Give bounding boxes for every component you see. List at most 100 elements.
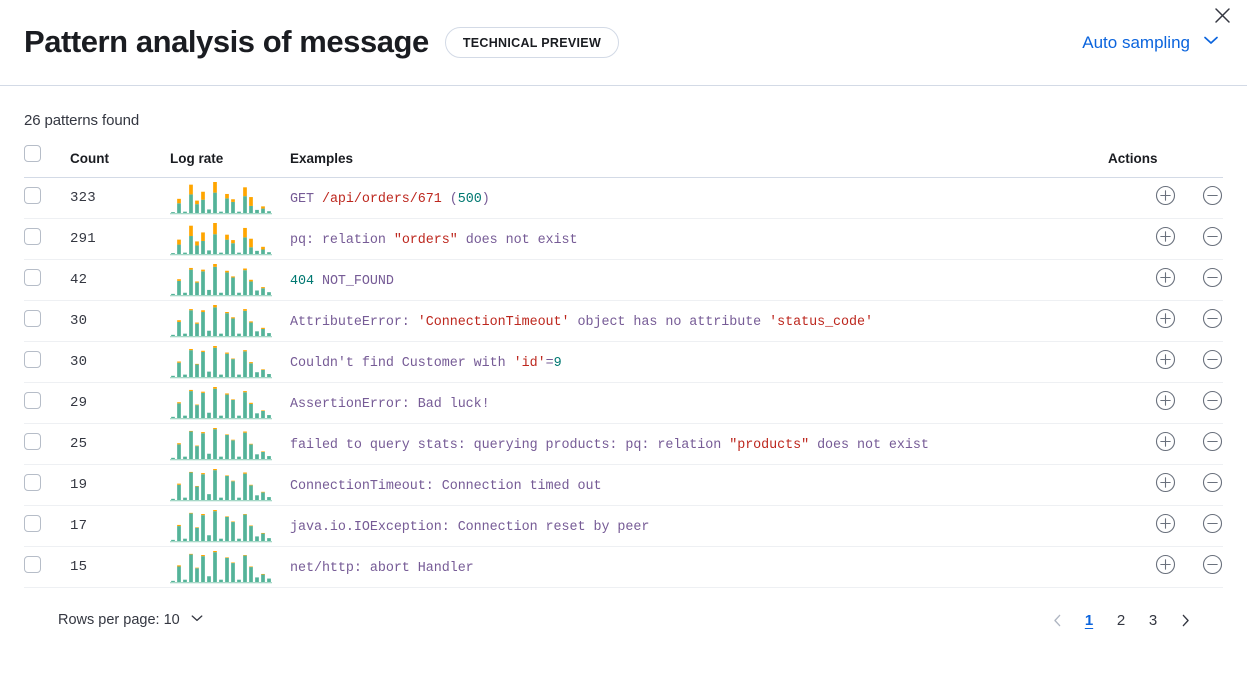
filter-for-value-icon[interactable] — [1155, 390, 1176, 416]
row-checkbox[interactable] — [24, 310, 41, 327]
row-select-cell — [24, 423, 70, 465]
auto-sampling-dropdown[interactable]: Auto sampling — [1082, 30, 1223, 55]
column-header-count[interactable]: Count — [70, 145, 170, 178]
example-token: /api/orders/671 — [321, 192, 442, 207]
table-row[interactable]: 42 404 NOT_FOUND — [24, 259, 1223, 301]
example-token: failed to query stats: querying products… — [290, 438, 730, 453]
row-log-rate-sparkline — [170, 341, 290, 383]
row-checkbox[interactable] — [24, 474, 41, 491]
filter-for-value-icon[interactable] — [1155, 226, 1176, 252]
row-example-cell: 404 NOT_FOUND — [290, 259, 1108, 301]
row-checkbox[interactable] — [24, 433, 41, 450]
rows-per-page-label: Rows per page: 10 — [58, 612, 180, 628]
filter-out-value-icon[interactable] — [1202, 308, 1223, 334]
row-checkbox[interactable] — [24, 556, 41, 573]
row-log-rate-sparkline — [170, 382, 290, 424]
row-example-cell: AssertionError: Bad luck! — [290, 382, 1108, 424]
row-example-cell: AttributeError: 'ConnectionTimeout' obje… — [290, 300, 1108, 342]
row-actions — [1108, 341, 1223, 383]
example-token: NOT_FOUND — [313, 274, 394, 289]
pagination-page-3[interactable]: 3 — [1148, 611, 1158, 629]
filter-out-value-icon[interactable] — [1202, 226, 1223, 252]
row-checkbox[interactable] — [24, 515, 41, 532]
row-example-message: ConnectionTimeout: Connection timed out — [290, 479, 602, 494]
filter-out-value-icon[interactable] — [1202, 554, 1223, 580]
column-header-log-rate[interactable]: Log rate — [170, 145, 290, 178]
example-token: Couldn't find Customer with — [290, 356, 514, 371]
filter-out-value-icon[interactable] — [1202, 513, 1223, 539]
row-actions — [1108, 177, 1223, 219]
pagination: 1 2 3 — [1043, 606, 1199, 634]
row-count: 30 — [70, 341, 170, 383]
row-actions — [1108, 505, 1223, 547]
example-token: ) — [481, 192, 490, 207]
table-row[interactable]: 30 AttributeError: 'ConnectionTimeout' o… — [24, 300, 1223, 342]
select-all-header — [24, 145, 70, 178]
filter-for-value-icon[interactable] — [1155, 185, 1176, 211]
row-example-cell: net/http: abort Handler — [290, 546, 1108, 588]
row-checkbox[interactable] — [24, 228, 41, 245]
example-token: does not exist — [457, 233, 578, 248]
example-token: object has no attribute — [569, 315, 770, 330]
row-log-rate-sparkline — [170, 546, 290, 588]
row-example-cell: GET /api/orders/671 (500) — [290, 177, 1108, 219]
row-actions — [1108, 259, 1223, 301]
table-row[interactable]: 291 pq: relation "orders" does not exist — [24, 218, 1223, 260]
patterns-panel: 26 patterns found Count Log rate Example… — [0, 86, 1247, 634]
dialog-header: Pattern analysis of message TECHNICAL PR… — [0, 0, 1247, 86]
column-header-examples[interactable]: Examples — [290, 145, 1108, 178]
table-row[interactable]: 30 Couldn't find Customer with 'id'=9 — [24, 341, 1223, 383]
table-row[interactable]: 17 java.io.IOException: Connection reset… — [24, 505, 1223, 547]
example-token: AssertionError: Bad luck! — [290, 397, 490, 412]
row-example-message: AttributeError: 'ConnectionTimeout' obje… — [290, 315, 873, 330]
rows-per-page-selector[interactable]: Rows per page: 10 — [34, 610, 205, 630]
row-count: 17 — [70, 505, 170, 547]
row-example-message: 404 NOT_FOUND — [290, 274, 394, 289]
pagination-next-icon[interactable] — [1171, 606, 1199, 634]
auto-sampling-label: Auto sampling — [1082, 32, 1190, 52]
row-checkbox[interactable] — [24, 351, 41, 368]
row-log-rate-sparkline — [170, 177, 290, 219]
filter-out-value-icon[interactable] — [1202, 431, 1223, 457]
row-example-cell: Couldn't find Customer with 'id'=9 — [290, 341, 1108, 383]
example-token: 'ConnectionTimeout' — [417, 315, 570, 330]
example-token: does not exist — [809, 438, 929, 453]
row-select-cell — [24, 546, 70, 588]
select-all-checkbox[interactable] — [24, 145, 41, 162]
row-count: 30 — [70, 300, 170, 342]
row-example-message: net/http: abort Handler — [290, 561, 474, 576]
filter-for-value-icon[interactable] — [1155, 472, 1176, 498]
row-checkbox[interactable] — [24, 187, 41, 204]
table-row[interactable]: 19 ConnectionTimeout: Connection timed o… — [24, 464, 1223, 506]
filter-out-value-icon[interactable] — [1202, 349, 1223, 375]
table-row[interactable]: 15 net/http: abort Handler — [24, 546, 1223, 588]
row-count: 323 — [70, 177, 170, 219]
row-checkbox[interactable] — [24, 269, 41, 286]
row-actions — [1108, 464, 1223, 506]
table-row[interactable]: 29 AssertionError: Bad luck! — [24, 382, 1223, 424]
filter-out-value-icon[interactable] — [1202, 472, 1223, 498]
row-log-rate-sparkline — [170, 300, 290, 342]
example-token: net/http: abort Handler — [290, 561, 474, 576]
close-icon[interactable] — [1209, 2, 1235, 28]
filter-for-value-icon[interactable] — [1155, 513, 1176, 539]
table-row[interactable]: 323 GET /api/orders/671 (500) — [24, 177, 1223, 219]
filter-for-value-icon[interactable] — [1155, 349, 1176, 375]
filter-out-value-icon[interactable] — [1202, 185, 1223, 211]
filter-for-value-icon[interactable] — [1155, 554, 1176, 580]
row-example-message: java.io.IOException: Connection reset by… — [290, 520, 649, 535]
row-actions — [1108, 423, 1223, 465]
row-count: 291 — [70, 218, 170, 260]
filter-for-value-icon[interactable] — [1155, 267, 1176, 293]
filter-out-value-icon[interactable] — [1202, 267, 1223, 293]
table-row[interactable]: 25 failed to query stats: querying produ… — [24, 423, 1223, 465]
filter-for-value-icon[interactable] — [1155, 431, 1176, 457]
filter-for-value-icon[interactable] — [1155, 308, 1176, 334]
pagination-page-1[interactable]: 1 — [1084, 611, 1094, 629]
row-example-cell: pq: relation "orders" does not exist — [290, 218, 1108, 260]
header-title-group: Pattern analysis of message TECHNICAL PR… — [24, 25, 620, 59]
filter-out-value-icon[interactable] — [1202, 390, 1223, 416]
pagination-prev-icon[interactable] — [1043, 606, 1071, 634]
row-checkbox[interactable] — [24, 392, 41, 409]
pagination-page-2[interactable]: 2 — [1116, 611, 1126, 629]
